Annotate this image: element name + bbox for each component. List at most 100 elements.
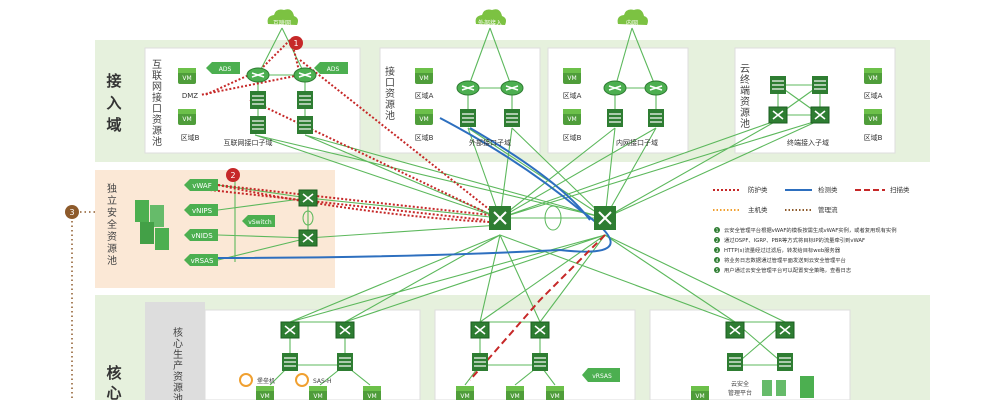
legend: 防护类 检测类 扫描类 主机类 管理流 — [713, 185, 910, 214]
router-icon — [456, 80, 480, 96]
vm-icon — [309, 386, 327, 400]
firewall-icon — [296, 115, 314, 135]
firewall-icon — [606, 108, 624, 128]
vm-icon — [456, 386, 474, 400]
step-badge-3: 3 — [65, 205, 79, 219]
vswitch-badge: vSwitch — [242, 215, 275, 227]
vm-icon — [546, 386, 564, 400]
step-number-icon — [714, 257, 720, 263]
step-badge-2: 2 — [226, 168, 240, 182]
step-number-icon — [714, 267, 720, 273]
firewall-icon — [503, 108, 521, 128]
vm-icon — [363, 386, 381, 400]
step-number: 4 — [716, 258, 719, 264]
firewall-icon — [249, 115, 267, 135]
legend-scan: 扫描类 — [890, 185, 910, 194]
sas-icon: SAS-H — [295, 373, 332, 387]
switch-icon — [280, 321, 300, 339]
switch-icon — [298, 189, 318, 207]
firewall-icon — [647, 108, 665, 128]
subdomain-intranet-label: 内网接口子域 — [616, 138, 658, 147]
switch-icon — [775, 321, 795, 339]
intranet-cloud-label: 内网 — [626, 19, 638, 27]
dmz-label: DMZ — [182, 92, 198, 100]
switch-icon — [335, 321, 355, 339]
link-aggregation — [544, 205, 562, 231]
firewall-icon — [769, 75, 787, 95]
switch-icon — [725, 321, 745, 339]
area-a-label: 区域A — [864, 91, 883, 100]
svg-text:ADS: ADS — [327, 66, 340, 73]
switch-icon — [530, 321, 550, 339]
access-zone-title: 接入域 — [106, 72, 121, 134]
subdomain-terminal-label: 终端接入子域 — [787, 138, 829, 147]
database-icon — [762, 376, 814, 398]
cloud-terminal-pool-label: 云终端资源池 — [740, 64, 750, 130]
green-links — [217, 27, 821, 386]
link-aggregation — [302, 210, 314, 226]
audit-label: 堡垒机 — [257, 377, 275, 385]
security-device-vrsas: vRSAS — [184, 254, 218, 266]
router-icon — [246, 67, 270, 83]
security-device-label: vNIDS — [191, 232, 213, 240]
step-text: HTTP(s)流量经过过滤后，转发给目标web服务器 — [724, 246, 841, 254]
legend-protect: 防护类 — [748, 185, 768, 194]
vm-icon — [691, 386, 709, 400]
cloud-mgmt-label: 云安全管理平台 — [728, 380, 752, 397]
security-device-label: vRSAS — [191, 257, 214, 265]
vm-icon — [563, 109, 581, 125]
step-number-icon — [714, 227, 720, 233]
area-b-label: 区域B — [563, 133, 582, 142]
security-device-label: vNIPS — [192, 207, 213, 215]
core-box-1 — [204, 309, 421, 400]
legend-detect: 检测类 — [818, 185, 838, 194]
svg-text:2: 2 — [230, 171, 235, 180]
internet-pool-label: 互联网接口资源池 — [152, 59, 162, 148]
core-switch-icon — [594, 206, 616, 230]
vrsas-badge: vRSAS — [582, 368, 620, 382]
step-number-icon — [714, 247, 720, 253]
vm-icon — [864, 109, 882, 125]
svg-text:1: 1 — [293, 39, 298, 48]
firewall-icon — [296, 90, 314, 110]
svg-text:vSwitch: vSwitch — [248, 219, 272, 226]
area-b-label: 区域B — [181, 133, 200, 142]
step-number: 3 — [716, 248, 719, 254]
area-b-label: 区域B — [864, 133, 883, 142]
ads-badge: ADS — [206, 62, 240, 74]
router-icon — [644, 80, 668, 96]
security-device-label: vWAF — [192, 182, 212, 190]
firewall-icon — [776, 352, 794, 372]
router-icon — [603, 80, 627, 96]
interface-pool-box-2 — [547, 47, 689, 154]
ads-badge: ADS — [314, 62, 348, 74]
step-number: 2 — [716, 238, 719, 244]
legend-host: 主机类 — [748, 205, 768, 214]
step-text: 云安全管理平台根据vWAF的模板按需生成vWAF实例，或者复用现有实例 — [724, 226, 897, 234]
area-b-label: 区域B — [415, 133, 434, 142]
security-zone-title: 独立安全资源池 — [107, 182, 117, 267]
svg-text:3: 3 — [69, 208, 74, 217]
svg-text:ADS: ADS — [219, 66, 232, 73]
subdomain-external-label: 外部接口子域 — [469, 138, 511, 147]
security-devices: vWAF vNIPS vNIDS vRSAS — [184, 179, 218, 266]
server-rack-icon — [135, 200, 169, 250]
firewall-icon — [726, 352, 744, 372]
router-icon — [293, 67, 317, 83]
vm-icon — [415, 109, 433, 125]
security-device-vnips: vNIPS — [184, 204, 218, 216]
vm-icon — [415, 68, 433, 84]
vm-icon — [178, 68, 196, 84]
cloud-terminal-pool-box — [734, 47, 896, 154]
firewall-icon — [249, 90, 267, 110]
firewall-icon — [811, 75, 829, 95]
legend-manage: 管理流 — [818, 205, 838, 214]
firewall-icon — [471, 352, 489, 372]
firewall-icon — [531, 352, 549, 372]
router-icon — [500, 80, 524, 96]
external-cloud-label: 外部接入 — [478, 19, 502, 27]
step-number: 5 — [716, 268, 719, 274]
audit-icon: 堡垒机 — [239, 373, 275, 387]
